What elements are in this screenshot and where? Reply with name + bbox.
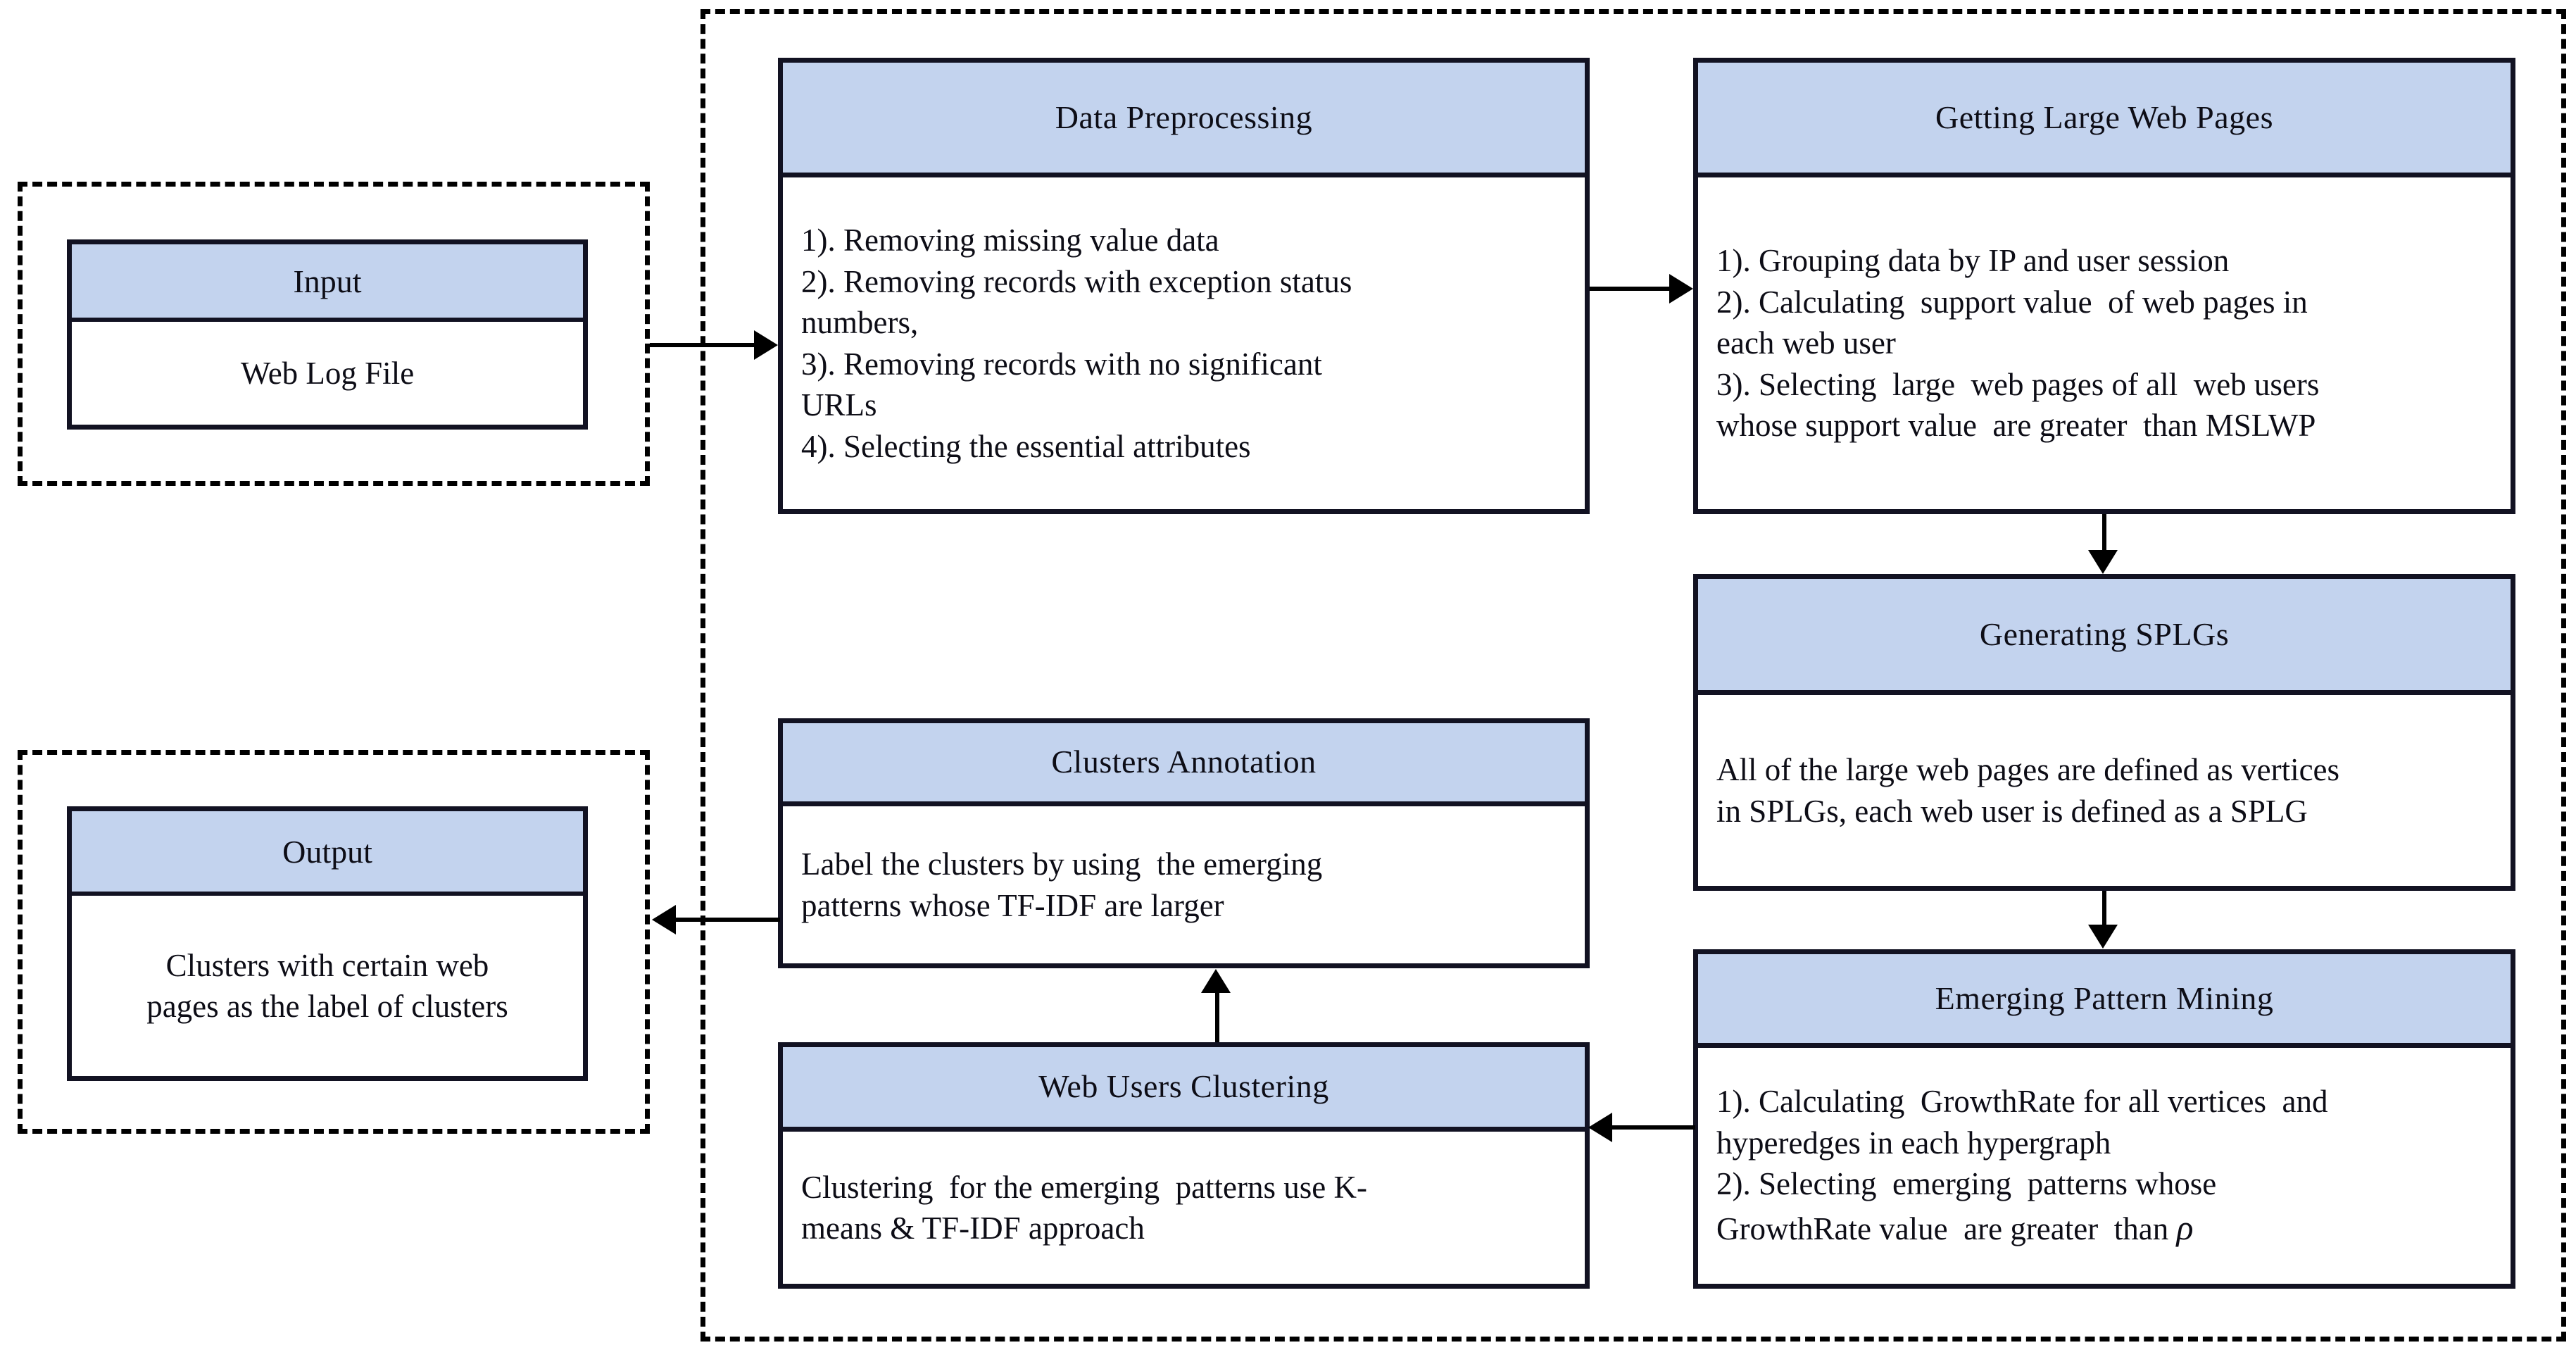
getting-large-web-pages-item-1: 1). Grouping data by IP and user session bbox=[1716, 243, 2230, 279]
data-preprocessing-item-3: 3). Removing records with no significant… bbox=[801, 346, 1322, 423]
input-node-body-text: Web Log File bbox=[240, 355, 415, 391]
connector-clustering-to-annotation-arrowhead bbox=[1201, 969, 1231, 993]
clusters-annotation-body: Label the clusters by using the emerging… bbox=[783, 806, 1585, 963]
data-preprocessing-item-4: 4). Selecting the essential attributes bbox=[801, 428, 1251, 464]
emerging-pattern-mining-item-2-text: 2). Selecting emerging patterns whose Gr… bbox=[1716, 1166, 2217, 1246]
web-users-clustering-header: Web Users Clustering bbox=[783, 1047, 1585, 1132]
output-node-body: Clusters with certain web pages as the l… bbox=[72, 896, 583, 1076]
connector-input-to-preprocessing-arrowhead bbox=[754, 330, 778, 360]
web-users-clustering-node[interactable]: Web Users Clustering Clustering for the … bbox=[778, 1042, 1590, 1289]
connector-preprocessing-to-getting-line bbox=[1590, 287, 1671, 291]
pipeline-dashed-region bbox=[700, 9, 2566, 1342]
getting-large-web-pages-node[interactable]: Getting Large Web Pages 1). Grouping dat… bbox=[1693, 58, 2515, 514]
connector-getting-to-splgs-line bbox=[2102, 514, 2106, 553]
emerging-pattern-mining-item-2: 2). Selecting emerging patterns whose Gr… bbox=[1716, 1163, 2492, 1251]
connector-splgs-to-mining-line bbox=[2102, 891, 2106, 927]
generating-splgs-line-1: All of the large web pages are defined a… bbox=[1716, 752, 2340, 787]
connector-annotation-to-output-arrowhead bbox=[652, 905, 676, 934]
clusters-annotation-header: Clusters Annotation bbox=[783, 723, 1585, 806]
output-node-header: Output bbox=[72, 811, 583, 896]
clusters-annotation-line-2: patterns whose TF-IDF are larger bbox=[801, 887, 1224, 923]
input-node-header: Input bbox=[72, 244, 583, 322]
getting-large-web-pages-item-2: 2). Calculating support value of web pag… bbox=[1716, 284, 2308, 361]
web-users-clustering-line-2: means & TF-IDF approach bbox=[801, 1211, 1145, 1246]
clusters-annotation-node[interactable]: Clusters Annotation Label the clusters b… bbox=[778, 718, 1590, 968]
generating-splgs-node[interactable]: Generating SPLGs All of the large web pa… bbox=[1693, 574, 2515, 891]
emerging-pattern-mining-body: 1). Calculating GrowthRate for all verti… bbox=[1698, 1048, 2511, 1284]
connector-getting-to-splgs-arrowhead bbox=[2088, 550, 2118, 574]
input-node[interactable]: Input Web Log File bbox=[67, 239, 588, 430]
web-users-clustering-body: Clustering for the emerging patterns use… bbox=[783, 1132, 1585, 1284]
data-preprocessing-header: Data Preprocessing bbox=[783, 63, 1585, 177]
generating-splgs-body: All of the large web pages are defined a… bbox=[1698, 695, 2511, 886]
web-users-clustering-line-1: Clustering for the emerging patterns use… bbox=[801, 1169, 1367, 1205]
input-dashed-region bbox=[18, 182, 650, 486]
data-preprocessing-item-2: 2). Removing records with exception stat… bbox=[801, 263, 1352, 341]
output-dashed-region bbox=[18, 750, 650, 1134]
connector-mining-to-clustering-line bbox=[1612, 1125, 1695, 1130]
getting-large-web-pages-item-3: 3). Selecting large web pages of all web… bbox=[1716, 366, 2320, 444]
generating-splgs-line-2: in SPLGs, each web user is defined as a … bbox=[1716, 793, 2308, 829]
connector-annotation-to-output-line bbox=[676, 918, 780, 922]
getting-large-web-pages-header: Getting Large Web Pages bbox=[1698, 63, 2511, 177]
connector-clustering-to-annotation-line bbox=[1215, 993, 1219, 1042]
growth-rate-threshold-symbol: ρ bbox=[2176, 1207, 2194, 1247]
data-preprocessing-node[interactable]: Data Preprocessing 1). Removing missing … bbox=[778, 58, 1590, 514]
data-preprocessing-item-1: 1). Removing missing value data bbox=[801, 223, 1219, 258]
connector-preprocessing-to-getting-arrowhead bbox=[1669, 274, 1693, 304]
output-node[interactable]: Output Clusters with certain web pages a… bbox=[67, 806, 588, 1081]
output-node-body-line-2: pages as the label of clusters bbox=[146, 989, 508, 1024]
data-preprocessing-body: 1). Removing missing value data 2). Remo… bbox=[783, 177, 1585, 509]
connector-splgs-to-mining-arrowhead bbox=[2088, 925, 2118, 949]
emerging-pattern-mining-item-1: 1). Calculating GrowthRate for all verti… bbox=[1716, 1084, 2328, 1161]
getting-large-web-pages-body: 1). Grouping data by IP and user session… bbox=[1698, 177, 2511, 509]
emerging-pattern-mining-node[interactable]: Emerging Pattern Mining 1). Calculating … bbox=[1693, 949, 2515, 1289]
generating-splgs-header: Generating SPLGs bbox=[1698, 579, 2511, 695]
output-node-body-line-1: Clusters with certain web bbox=[165, 947, 489, 983]
input-node-body: Web Log File bbox=[72, 322, 583, 425]
emerging-pattern-mining-header: Emerging Pattern Mining bbox=[1698, 954, 2511, 1048]
clusters-annotation-line-1: Label the clusters by using the emerging bbox=[801, 846, 1323, 882]
connector-mining-to-clustering-arrowhead bbox=[1588, 1113, 1612, 1142]
connector-input-to-preprocessing-line bbox=[650, 343, 755, 347]
